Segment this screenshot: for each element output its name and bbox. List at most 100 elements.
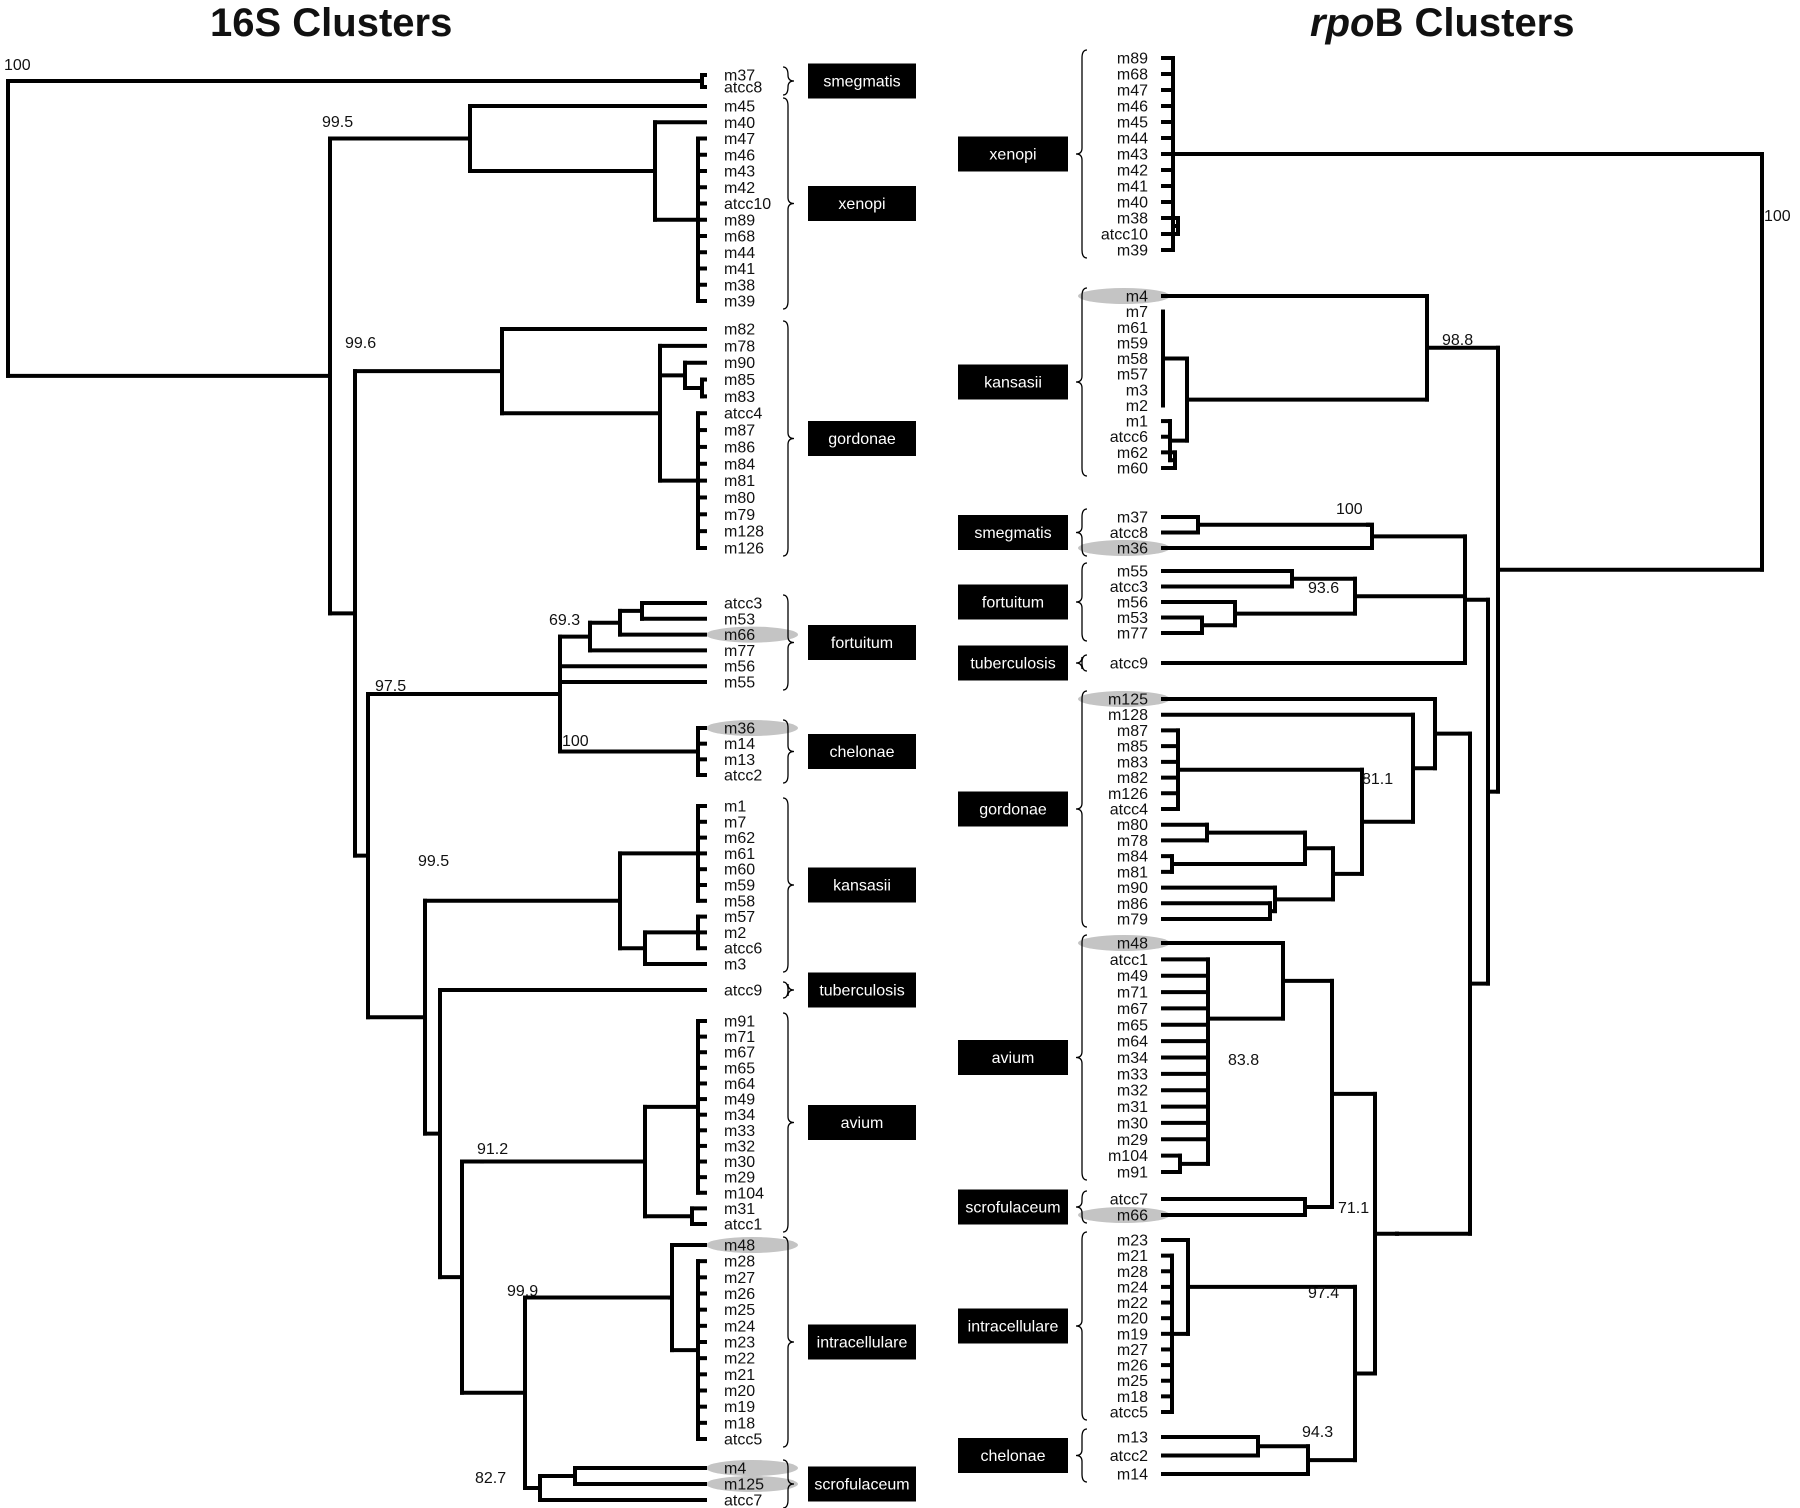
right-bootstrap-value: 97.4 [1308, 1285, 1339, 1302]
right-bootstrap-value: 71.1 [1338, 1200, 1369, 1217]
right-leaf-label: m23 [1117, 1233, 1148, 1250]
right-title: rpoB Clusters [1310, 1, 1575, 45]
right-cluster-label: scrofulaceum [965, 1200, 1060, 1217]
right-leaf-label: m77 [1117, 626, 1148, 643]
left-leaf-label: m84 [724, 456, 755, 473]
left-highlight-m66 [706, 626, 798, 643]
right-highlight-m125 [1078, 691, 1170, 707]
right-leaf-label: m48 [1117, 936, 1148, 953]
right-cluster-label: xenopi [989, 147, 1036, 164]
right-leaf-label: m1 [1126, 414, 1148, 431]
left-leaf-label: m47 [724, 131, 755, 148]
right-leaf-label: m22 [1117, 1295, 1148, 1312]
left-leaf-label: m81 [724, 473, 755, 490]
right-cluster-box [958, 1308, 1068, 1344]
right-leaf-label: m3 [1126, 382, 1148, 399]
left-leaf-label: m53 [724, 611, 755, 628]
right-leaf-label: m78 [1117, 833, 1148, 850]
left-leaf-label: m34 [724, 1107, 755, 1124]
left-leaf-label: m57 [724, 909, 755, 926]
left-leaf-label: atcc5 [724, 1432, 762, 1449]
right-leaf-label: m85 [1117, 739, 1148, 756]
left-cluster-label: gordonae [828, 431, 896, 448]
right-leaf-label: m89 [1117, 51, 1148, 68]
right-title-rest: B Clusters [1374, 1, 1574, 45]
right-leaf-label: m64 [1117, 1034, 1148, 1051]
right-cluster-label: chelonae [981, 1448, 1046, 1465]
left-leaf-label: m31 [724, 1201, 755, 1218]
left-leaf-label: m22 [724, 1351, 755, 1368]
left-leaf-label: m45 [724, 99, 755, 116]
left-leaf-label: atcc7 [724, 1493, 762, 1508]
left-leaf-label: m40 [724, 115, 755, 132]
left-leaf-label: m33 [724, 1123, 755, 1140]
left-cluster-box [808, 1466, 916, 1502]
right-cluster-label: kansasii [984, 375, 1042, 392]
right-leaf-label: m62 [1117, 445, 1148, 462]
right-leaf-label: m82 [1117, 770, 1148, 787]
left-cluster-brace [782, 320, 795, 557]
right-leaf-label: m27 [1117, 1342, 1148, 1359]
left-cluster-brace [782, 1459, 795, 1508]
left-leaf-label: m25 [724, 1302, 755, 1319]
left-cluster-label: smegmatis [823, 74, 900, 91]
left-cluster-brace [782, 1012, 795, 1233]
left-leaf-label: m18 [724, 1415, 755, 1432]
branch-layer [6, 56, 1764, 1502]
right-highlight-m4 [1078, 288, 1170, 304]
right-leaf-label: m49 [1117, 968, 1148, 985]
left-leaf-label: m89 [724, 212, 755, 229]
right-leaf-label: m91 [1117, 1165, 1148, 1182]
left-leaf-label: m66 [724, 627, 755, 644]
right-cluster-brace [1075, 508, 1088, 557]
highlight-layer [706, 288, 1170, 1492]
left-leaf-label: m77 [724, 643, 755, 660]
left-leaf-label: m59 [724, 878, 755, 895]
right-leaf-label: m2 [1126, 398, 1148, 415]
right-cluster-label: gordonae [979, 802, 1047, 819]
left-cluster-box [808, 625, 916, 660]
right-leaf-label: m28 [1117, 1264, 1148, 1281]
left-leaf-label: m21 [724, 1367, 755, 1384]
right-leaf-label: m18 [1117, 1389, 1148, 1406]
left-leaf-label: m23 [724, 1335, 755, 1352]
right-cluster-box [958, 645, 1068, 681]
right-leaf-label: m68 [1117, 67, 1148, 84]
right-leaf-label: m46 [1117, 99, 1148, 116]
right-cluster-box [958, 364, 1068, 400]
left-cluster-brace [782, 97, 795, 310]
right-cluster-box [958, 791, 1068, 827]
left-highlight-m4 [706, 1460, 798, 1476]
right-leaf-label: m47 [1117, 83, 1148, 100]
right-leaf-label: m25 [1117, 1373, 1148, 1390]
left-cluster-box [808, 1324, 916, 1360]
cluster-box-layer: smegmatis xenopi gordonae fortuitum chelonae… [808, 63, 1068, 1502]
right-cluster-label: smegmatis [974, 525, 1051, 542]
right-cluster-box [958, 136, 1068, 172]
left-leaf-label: atcc10 [724, 196, 771, 213]
left-leaf-label: m36 [724, 721, 755, 738]
left-bootstrap-value: 97.5 [375, 678, 406, 695]
right-leaf-label: m19 [1117, 1326, 1148, 1343]
left-cluster-label: scrofulaceum [814, 1477, 909, 1494]
left-leaf-label: m46 [724, 147, 755, 164]
right-cluster-box [958, 1438, 1068, 1473]
right-bootstrap-value: 83.8 [1228, 1052, 1259, 1069]
left-leaf-label: atcc2 [724, 768, 762, 785]
left-cluster-label: fortuitum [831, 635, 893, 652]
right-leaf-label: m71 [1117, 985, 1148, 1002]
left-leaf-label: m62 [724, 830, 755, 847]
right-cluster-brace [1075, 690, 1088, 928]
right-leaf-label: m4 [1126, 289, 1148, 306]
right-leaf-label: m59 [1117, 335, 1148, 352]
left-leaf-label: m79 [724, 507, 755, 524]
right-bootstrap-value: 100 [1336, 501, 1363, 518]
left-leaf-label: m55 [724, 675, 755, 692]
right-leaf-label: m60 [1117, 461, 1148, 478]
left-cluster-label: intracellulare [817, 1335, 908, 1352]
left-leaf-label: m68 [724, 229, 755, 246]
left-leaf-label: m28 [724, 1254, 755, 1271]
right-leaf-label: m42 [1117, 163, 1148, 180]
right-leaf-label: m38 [1117, 211, 1148, 228]
